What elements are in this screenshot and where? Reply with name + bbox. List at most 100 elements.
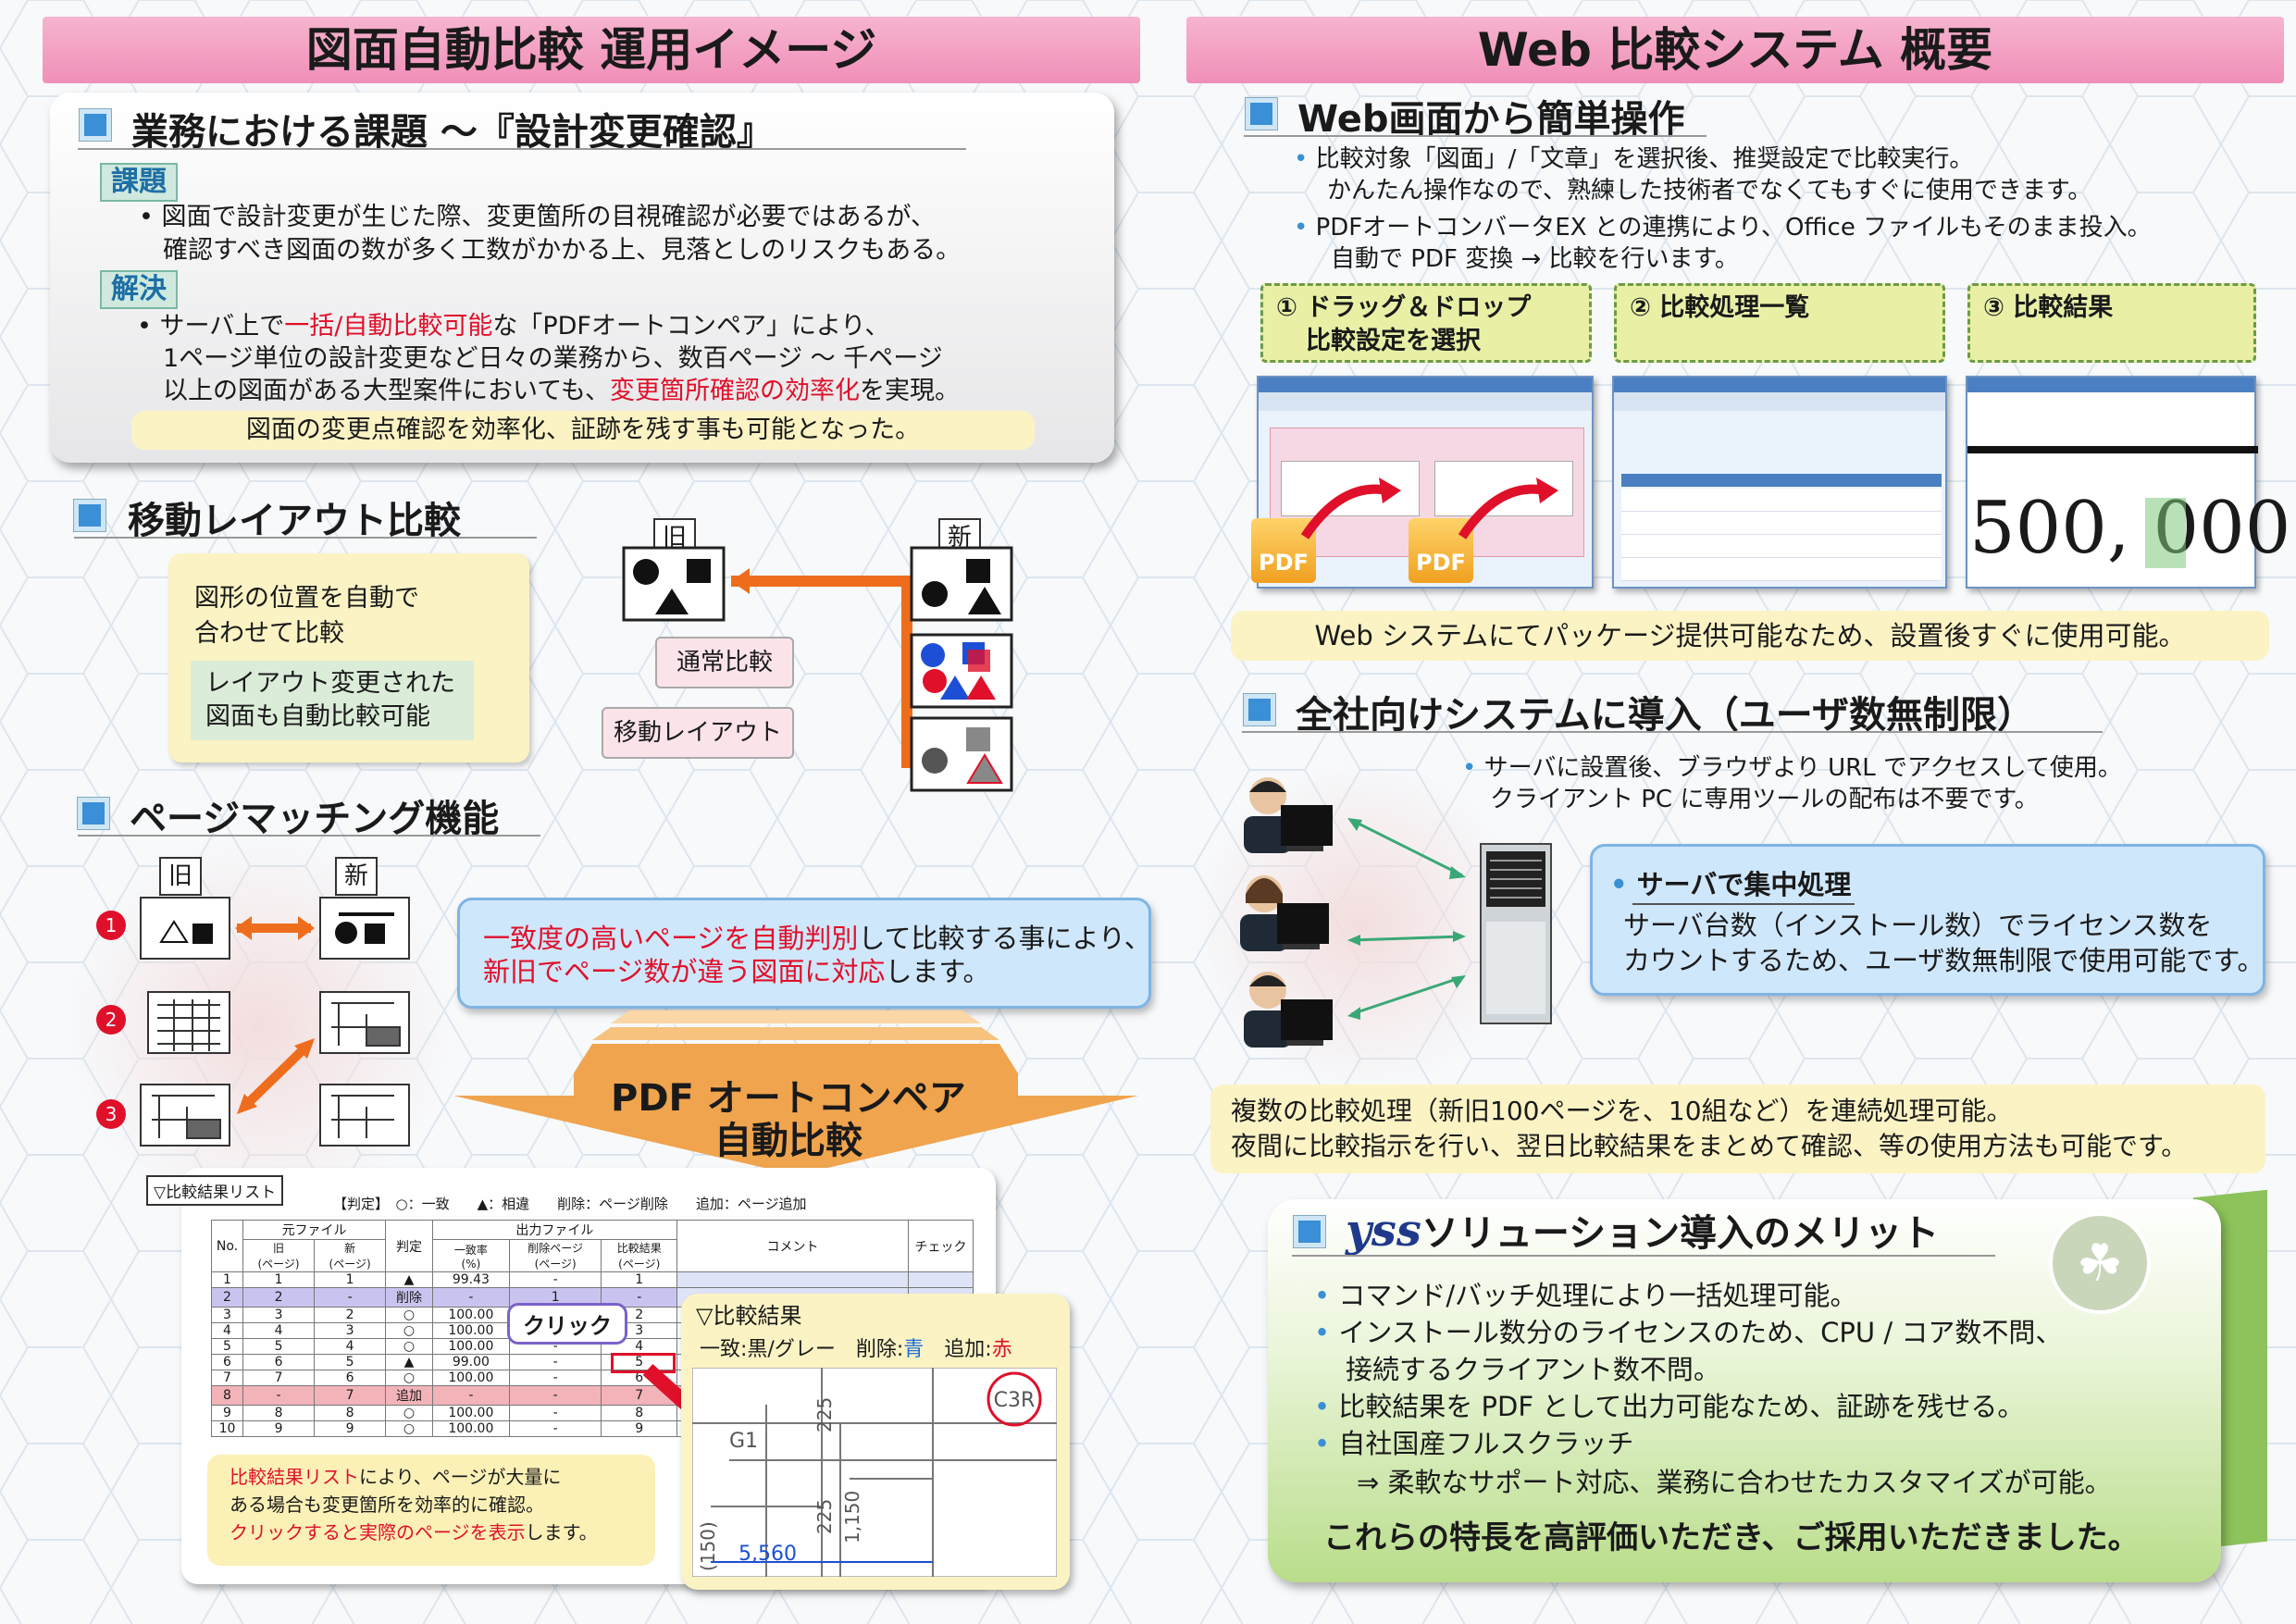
merit-closing: これらの特長を高評価いただき、ご採用いただきました。 <box>1323 1519 2140 1556</box>
table-cell: - <box>508 1271 602 1288</box>
table-cell: 9 <box>314 1420 387 1437</box>
merit-underline <box>1292 1255 1995 1257</box>
th-out: 出力ファイル <box>431 1220 678 1240</box>
right-title-band: Web 比較システム 概要 <box>1186 17 2284 83</box>
section-bullet-icon <box>78 798 109 829</box>
central-title-underline <box>1632 903 1855 905</box>
problem-line-1: • 図面で設計変更が生じた際、変更箇所の目視確認が必要ではあるが、 <box>139 203 936 231</box>
web-note-text: Web システムにてパッケージ提供可能なため、設置後すぐに使用可能。 <box>1314 620 2186 651</box>
batch-line-1: 複数の比較処理（新旧100ページを、10組など）を連続処理可能。 <box>1231 1096 2013 1126</box>
table-cell: 1 <box>242 1271 316 1288</box>
list-header <box>1621 474 1942 487</box>
th-del: 削除ページ (ページ) <box>508 1239 602 1272</box>
th-rate: 一致率 (%) <box>431 1239 510 1272</box>
company-b1-l1: サーバに設置後、ブラウザより URL でアクセスして使用。 <box>1483 754 2122 782</box>
table-cell: 1 <box>601 1271 677 1288</box>
central-processing-box <box>1590 844 2265 996</box>
web-title: Web画面から簡単操作 <box>1297 98 1685 141</box>
svg-text:3: 3 <box>105 1103 118 1125</box>
note-3-red: クリックすると実際のページを表示 <box>230 1521 526 1543</box>
table-subheader-row: 旧 (ページ) 新 (ページ) 一致率 (%) 削除ページ (ページ) 比較結果… <box>212 1239 974 1272</box>
normal-compare-label: 通常比較 <box>655 637 794 688</box>
paging-underline <box>78 835 540 837</box>
result-rule <box>1967 446 2258 453</box>
layout-underline <box>74 537 537 539</box>
th-old: 旧 (ページ) <box>242 1239 316 1272</box>
note-3-rest: します。 <box>525 1521 598 1543</box>
layout-diagram <box>622 546 1013 792</box>
table-cell: 8 <box>211 1385 243 1406</box>
users-server-diagram <box>1240 777 1552 1048</box>
screenshot-process-list <box>1612 376 1947 589</box>
table-cell: 7 <box>242 1370 316 1386</box>
table-cell <box>908 1271 974 1288</box>
th-comment: コメント <box>676 1220 909 1272</box>
drawing-preview: C3R G1 225 225 1,150 5,560 (150) <box>692 1368 1057 1577</box>
table-cell: - <box>508 1354 602 1370</box>
th-judge: 判定 <box>385 1220 433 1272</box>
merit-item-2-text: インストール数分のライセンスのため、CPU / コア数不問、 <box>1338 1317 2063 1348</box>
table-cell: 100.00 <box>431 1338 510 1355</box>
th-check: チェック <box>908 1220 974 1272</box>
table-cell <box>676 1271 909 1288</box>
layout-desc-1: 図形の位置を自動で <box>194 584 419 613</box>
table-cell: ○ <box>385 1405 433 1421</box>
solution-tag: 解決 <box>100 270 178 309</box>
web-b2-l1: PDFオートコンバータEX との連携により、Office ファイルもそのまま投入… <box>1315 214 2152 242</box>
table-cell: ○ <box>385 1420 433 1437</box>
click-label[interactable]: クリック <box>507 1303 627 1345</box>
table-cell: - <box>431 1385 510 1406</box>
problem-line-2: 確認すべき図面の数が多く工数がかかる上、見落としのリスクもある。 <box>163 236 962 265</box>
table-cell: 2 <box>211 1287 243 1308</box>
table-cell: 削除 <box>385 1287 433 1308</box>
table-cell: 4 <box>314 1338 387 1355</box>
layout-title: 移動レイアウト比較 <box>128 500 461 542</box>
table-cell: 100.00 <box>431 1322 510 1339</box>
left-title-band: 図面自動比較 運用イメージ <box>43 17 1140 83</box>
step-2-label: ② 比較処理一覧 <box>1614 283 1945 363</box>
th-no: No. <box>211 1220 243 1272</box>
list-rows <box>1621 489 1942 581</box>
company-underline <box>1242 731 2103 733</box>
table-cell: 3 <box>211 1307 243 1323</box>
merit-item-4-text: 比較結果を PDF として出力可能なため、証跡を残せる。 <box>1338 1391 2025 1422</box>
table-cell: ○ <box>385 1338 433 1355</box>
table-cell: 100.00 <box>431 1370 510 1386</box>
web-bullet-2b: 自動で PDF 変換 → 比較を行います。 <box>1331 245 1739 273</box>
layout-sub-2: 図面も自動比較可能 <box>205 702 430 731</box>
table-cell: 99.00 <box>431 1354 510 1370</box>
table-cell: 追加 <box>385 1385 433 1406</box>
process-arrow <box>453 1010 1138 1175</box>
callout-1-rest: して比較する事により、 <box>858 923 1151 954</box>
solution-line-2: 1ページ単位の設計変更など日々の業務から、数百ページ ～ 千ページ <box>163 344 943 373</box>
window-toolbar <box>1259 392 1592 411</box>
table-cell: - <box>508 1385 602 1406</box>
result-legend: 【判定】 ○：一致 ▲：相違 削除：ページ削除 追加：ページ追加 <box>333 1196 807 1212</box>
table-cell: 5 <box>242 1338 316 1355</box>
sol-text-red: 一括/自動比較可能 <box>284 312 493 341</box>
table-cell: 8 <box>242 1405 316 1421</box>
table-header-row: No. 元ファイル 判定 出力ファイル コメント チェック <box>211 1220 974 1272</box>
drawing-label-c3r: C3R <box>994 1389 1036 1412</box>
diff-highlight <box>2145 498 2186 568</box>
result-list-tag: ▽比較結果リスト <box>146 1175 284 1206</box>
table-cell: - <box>508 1420 602 1437</box>
batch-line-2: 夜間に比較指示を行い、翌日比較結果をまとめて確認、等の使用方法も可能です。 <box>1231 1131 2188 1161</box>
table-cell: 3 <box>242 1307 316 1323</box>
result-note <box>207 1455 655 1566</box>
table-cell: 8 <box>314 1405 387 1421</box>
table-cell: 2 <box>242 1287 316 1308</box>
table-cell: 1 <box>314 1271 387 1288</box>
table-cell: 2 <box>314 1307 387 1323</box>
callout-2-red: 新旧でページ数が違う図面に対応 <box>483 956 886 987</box>
step-1-line-2: 比較設定を選択 <box>1306 327 1481 355</box>
issue-title: 業務における課題 ～『設計変更確認』 <box>131 111 774 154</box>
left-band-title: 図面自動比較 運用イメージ <box>305 23 877 77</box>
screenshot-result: 500, 000 <box>1966 376 2290 589</box>
section-bullet-icon <box>1244 694 1275 725</box>
sol-text-c: な「PDFオートコンペア」により、 <box>492 312 890 341</box>
web-note: Web システムにてパッケージ提供可能なため、設置後すぐに使用可能。 <box>1231 611 2269 661</box>
paging-old-label: 旧 <box>159 857 202 896</box>
table-cell: 1 <box>211 1271 243 1288</box>
